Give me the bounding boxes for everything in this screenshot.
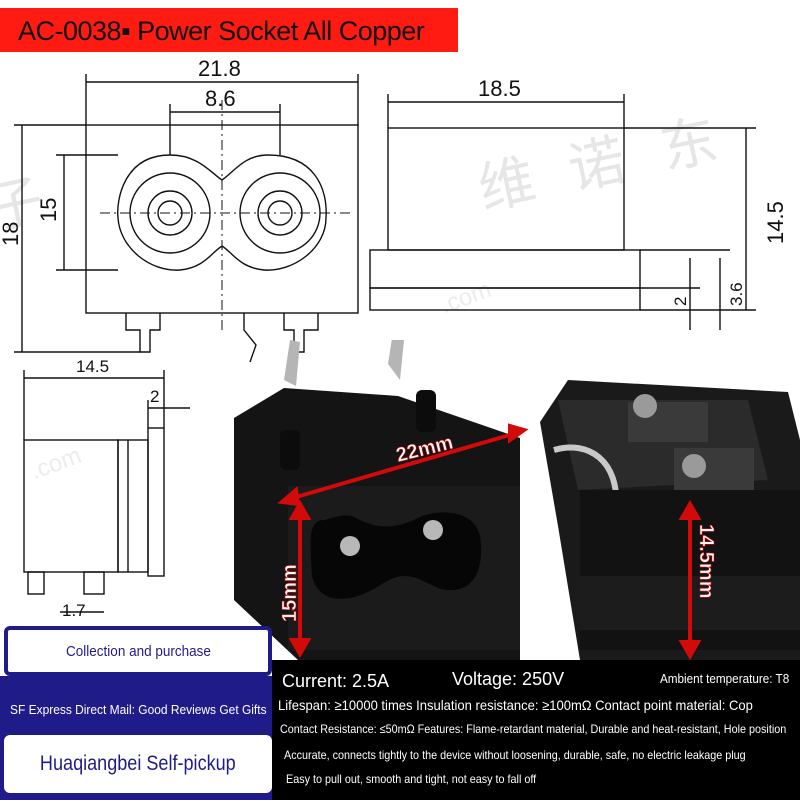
page-title: AC-0038▪ Power Socket All Copper <box>18 16 425 46</box>
front-view-opening <box>117 154 327 271</box>
dim-pin-spacing: 8.6 <box>205 86 236 111</box>
shipping-note: SF Express Direct Mail: Good Reviews Get… <box>10 702 267 717</box>
spec-features: Contact Resistance: ≤50mΩ Features: Flam… <box>280 722 787 736</box>
self-pickup-label: Huaqiangbei Self-pickup <box>40 752 236 775</box>
self-pickup-button[interactable]: Huaqiangbei Self-pickup <box>4 735 272 793</box>
technical-drawing: 21.8 8.6 18 15 18.5 14.5 3.6 2 14.5 2 1.… <box>0 56 788 620</box>
spec-accurate: Accurate, connects tightly to the device… <box>284 748 746 762</box>
socket-front-view <box>234 340 520 660</box>
spec-current: Current: 2.5A <box>282 671 390 691</box>
spec-easy: Easy to pull out, smooth and tight, not … <box>286 772 537 786</box>
photo-depth-label: 14.5mm <box>695 524 717 599</box>
spec-panel <box>272 660 800 800</box>
dim-pin-width: 1.7 <box>62 601 86 620</box>
dim-opening-height: 15 <box>36 198 61 222</box>
dim-flange-thickness: 2 <box>671 297 690 306</box>
collect-purchase-label: Collection and purchase <box>65 642 211 660</box>
dim-bottom-width: 14.5 <box>76 357 109 376</box>
spec-voltage: Voltage: 250V <box>452 669 565 689</box>
socket-rear-view <box>540 380 800 660</box>
spec-ambient: Ambient temperature: T8 <box>660 671 790 686</box>
dim-side-depth: 18.5 <box>478 76 521 101</box>
title-banner <box>0 8 458 52</box>
dim-front-width: 21.8 <box>198 56 241 81</box>
product-photo: 22mm 15mm 14.5mm <box>234 340 800 660</box>
dim-front-height: 18 <box>0 222 23 246</box>
dim-bottom-flange: 2 <box>150 387 159 406</box>
dim-flange-offset: 3.6 <box>727 282 746 306</box>
photo-height-label: 15mm <box>279 564 301 622</box>
dim-side-height: 14.5 <box>763 201 788 244</box>
spec-lifespan: Lifespan: ≥10000 times Insulation resist… <box>278 697 753 713</box>
collect-purchase-button[interactable]: Collection and purchase <box>4 626 272 676</box>
